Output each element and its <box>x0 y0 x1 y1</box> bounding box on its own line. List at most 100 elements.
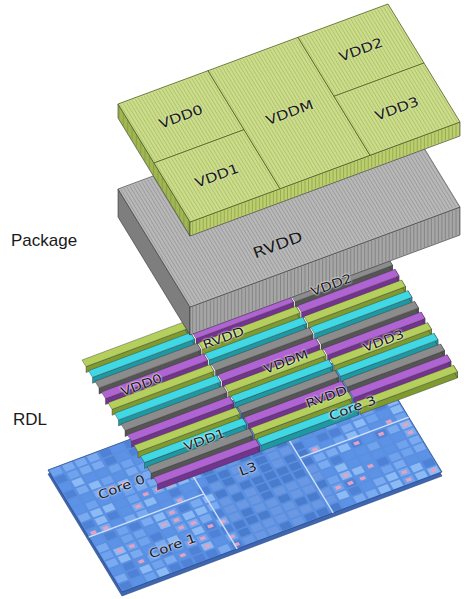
die-cell <box>304 512 318 522</box>
hatch-line <box>434 132 435 144</box>
die-cell <box>242 535 256 545</box>
die-cell <box>267 451 281 461</box>
die-cell <box>135 504 142 509</box>
die-cell <box>79 465 92 475</box>
die-cell <box>290 489 304 499</box>
die-cell <box>207 524 214 529</box>
hatch-line <box>252 200 253 212</box>
hatch-line <box>342 95 377 152</box>
die-cell <box>96 543 110 553</box>
die-cell <box>341 423 354 433</box>
hatch-line <box>417 224 418 250</box>
hatch-line <box>456 210 457 236</box>
die-cell <box>342 473 349 478</box>
hatch-line <box>269 193 270 205</box>
die-cell <box>328 428 341 438</box>
hatch-line <box>385 151 386 163</box>
die-cell <box>336 490 350 500</box>
hatch-line <box>248 286 249 312</box>
die-cell <box>415 470 429 480</box>
domain-name: VDDM <box>264 97 315 128</box>
hatch-line <box>273 192 274 204</box>
die-cell <box>388 452 402 462</box>
die-cell <box>173 518 180 523</box>
hatch-line <box>340 167 341 179</box>
hatch-line <box>361 245 362 271</box>
die-cell <box>205 474 219 484</box>
die-cell <box>304 437 318 447</box>
hatch-line <box>350 249 351 275</box>
die-cell <box>335 485 342 490</box>
die-cell <box>390 405 404 415</box>
die-cell <box>253 503 267 513</box>
hatch-line <box>217 298 218 324</box>
hatch-line <box>326 173 327 185</box>
hatch-line <box>127 121 128 133</box>
hatch-line <box>298 268 299 294</box>
die-cell <box>205 549 218 559</box>
die-cell <box>405 455 419 465</box>
die-cell <box>231 492 244 502</box>
hatch-line <box>227 294 228 320</box>
hatch-line <box>382 152 383 164</box>
die-cell <box>133 529 147 539</box>
hatch-line <box>381 8 416 65</box>
die-cell <box>362 434 376 444</box>
die-cell <box>410 463 423 473</box>
rdl-net-name: VDD0 <box>119 371 164 399</box>
hatch-line <box>312 178 313 190</box>
hatch-line <box>424 221 425 247</box>
die-cell <box>378 432 385 437</box>
hatch-line <box>206 302 207 328</box>
die-cell <box>214 489 228 499</box>
hatch-line <box>120 105 155 162</box>
hatch-line <box>217 213 218 225</box>
die-cell <box>295 497 308 507</box>
hatch-line <box>220 212 221 224</box>
hatch-line <box>231 293 232 319</box>
hatch-line <box>255 199 256 211</box>
hatch-line <box>192 222 193 234</box>
power-domain: VDDM <box>259 95 319 131</box>
hatch-line <box>119 107 120 119</box>
die-cell <box>413 443 427 453</box>
domain-name: VDD2 <box>337 35 385 64</box>
hatch-line <box>378 238 379 264</box>
hatch-line <box>385 236 386 262</box>
hatch-line <box>357 246 358 272</box>
domain-name: VDD3 <box>373 94 421 123</box>
die-cell <box>356 473 370 483</box>
die-cell <box>248 495 261 505</box>
die-cell <box>107 511 121 521</box>
hatch-line <box>266 195 267 207</box>
hatch-line <box>213 214 214 226</box>
hatch-line <box>126 102 161 159</box>
hatch-line <box>375 154 376 166</box>
die-cell <box>387 425 401 435</box>
die-cell <box>288 461 302 471</box>
die-cell <box>422 458 436 468</box>
die-cell <box>236 500 250 510</box>
hatch-line <box>162 161 197 218</box>
hatch-line <box>456 125 457 137</box>
die-cell <box>238 527 251 537</box>
die-cell <box>401 470 408 475</box>
die-cell <box>227 485 241 495</box>
die-cell <box>313 452 327 462</box>
die-cell <box>347 458 360 468</box>
die-cell <box>385 472 399 482</box>
die-cell <box>169 510 176 515</box>
die-cell <box>331 483 345 493</box>
die-cell <box>322 467 336 477</box>
hatch-line <box>227 209 228 221</box>
hatch-line <box>262 281 263 307</box>
die-cell <box>282 501 295 511</box>
hatch-line <box>210 301 211 327</box>
die-cell <box>342 451 356 461</box>
hatch-line <box>203 218 204 230</box>
die-cell <box>271 458 285 468</box>
die-cell <box>54 474 68 484</box>
hatch-line <box>252 285 253 311</box>
die-cell <box>354 446 368 456</box>
die-cell <box>108 538 122 548</box>
